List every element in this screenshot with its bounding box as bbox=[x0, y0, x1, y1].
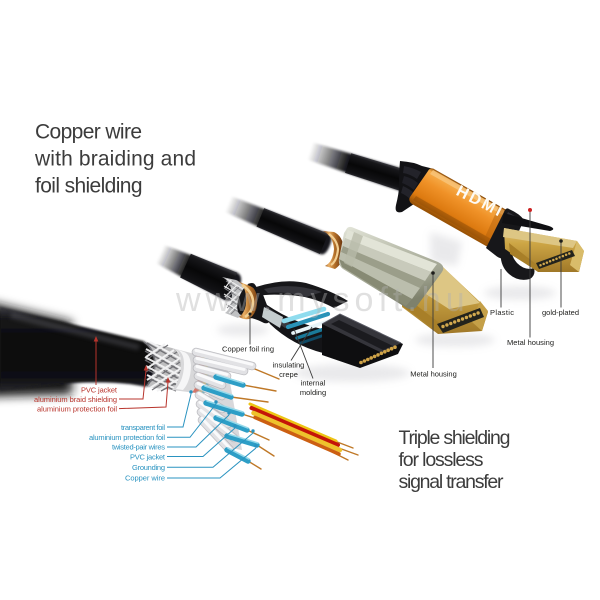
svg-text:www.mysoft.hu: www.mysoft.hu bbox=[175, 281, 470, 319]
svg-text:Copper wire: Copper wire bbox=[125, 474, 165, 483]
svg-text:Grounding: Grounding bbox=[132, 463, 165, 472]
svg-text:PVC jacket: PVC jacket bbox=[130, 452, 166, 461]
svg-text:foil shielding: foil shielding bbox=[35, 175, 143, 198]
svg-text:crepe: crepe bbox=[279, 370, 298, 379]
svg-text:gold-plated: gold-plated bbox=[542, 308, 579, 317]
svg-text:internal: internal bbox=[301, 379, 326, 388]
svg-text:for lossless: for lossless bbox=[399, 449, 484, 471]
svg-text:with braiding and: with braiding and bbox=[34, 148, 196, 171]
svg-text:aluminium protection foil: aluminium protection foil bbox=[89, 433, 165, 442]
svg-text:transparent foil: transparent foil bbox=[121, 423, 165, 432]
svg-text:twisted-pair wires: twisted-pair wires bbox=[112, 443, 165, 452]
svg-text:PVC jacket: PVC jacket bbox=[81, 386, 118, 395]
svg-text:molding: molding bbox=[300, 388, 326, 397]
svg-text:Plastic: Plastic bbox=[490, 308, 514, 317]
svg-text:Metal housing: Metal housing bbox=[410, 370, 457, 379]
svg-text:Copper wire: Copper wire bbox=[35, 121, 142, 144]
svg-text:insulating: insulating bbox=[273, 361, 305, 370]
svg-text:aluminium braid shielding: aluminium braid shielding bbox=[34, 395, 117, 404]
svg-text:Metal housing: Metal housing bbox=[507, 338, 554, 347]
svg-text:Triple shielding: Triple shielding bbox=[399, 427, 511, 449]
svg-text:aluminium protection foil: aluminium protection foil bbox=[37, 404, 117, 413]
svg-text:Copper foil ring: Copper foil ring bbox=[222, 345, 274, 354]
svg-text:signal transfer: signal transfer bbox=[399, 471, 505, 493]
